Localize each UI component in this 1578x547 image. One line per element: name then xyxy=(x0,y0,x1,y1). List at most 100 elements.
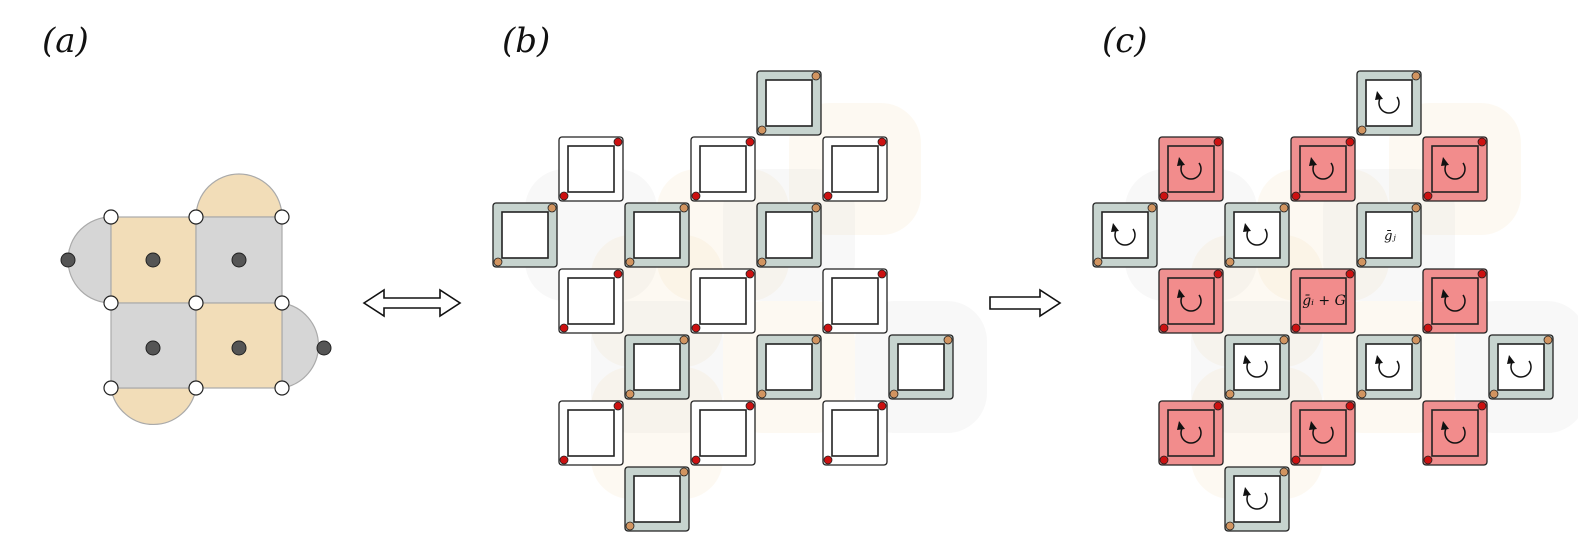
panel-b-corner-dot xyxy=(625,389,635,399)
panel-c-background-plaquette xyxy=(1125,169,1257,301)
panel-b-corner-dot xyxy=(691,455,701,465)
panel-c-lattice: ḡᵢ + G ḡⱼ xyxy=(1092,70,1578,532)
panel-c-corner-dot xyxy=(1357,125,1367,135)
panel-c-cell xyxy=(1422,136,1488,202)
panel-c-corner-dot xyxy=(1279,467,1289,477)
panel-b-corner-dot xyxy=(745,269,755,279)
panel-b-cell xyxy=(558,400,624,466)
rotation-arrow-icon xyxy=(1309,421,1334,444)
panel-b-corner-dot xyxy=(811,335,821,345)
panel-b-background-plaquette xyxy=(657,169,789,301)
panel-b-cell xyxy=(690,136,756,202)
panel-c-cell xyxy=(1092,202,1158,268)
panel-c-corner-dot xyxy=(1225,257,1235,267)
panel-c-corner-dot xyxy=(1357,257,1367,267)
panel-b-corner-dot xyxy=(691,191,701,201)
panel-b-corner-dot xyxy=(613,137,623,147)
panel-c-cell xyxy=(1158,268,1224,334)
panel-c-corner-dot xyxy=(1159,455,1169,465)
panel-c-cell xyxy=(1356,334,1422,400)
panel-c-corner-dot xyxy=(1279,335,1289,345)
panel-b-cell xyxy=(624,334,690,400)
panel-b-corner-dot xyxy=(877,401,887,411)
panel-b-cell xyxy=(624,202,690,268)
panel-b-corner-dot xyxy=(811,71,821,81)
panel-c-background-plaquette xyxy=(1257,169,1389,301)
panel-b-corner-dot xyxy=(613,401,623,411)
panel-label-c: (c) xyxy=(1102,21,1148,61)
rotation-arrow-icon xyxy=(1375,355,1400,378)
panel-b-cell xyxy=(822,268,888,334)
panel-b-cell xyxy=(558,136,624,202)
panel-c-corner-dot xyxy=(1423,191,1433,201)
panel-c-cell xyxy=(1356,202,1422,268)
panel-c-corner-dot xyxy=(1411,71,1421,81)
panel-label-b: (b) xyxy=(502,21,550,61)
panel-b-background-plaquette xyxy=(591,235,723,367)
label-gj: ḡⱼ xyxy=(1384,229,1396,244)
panel-c-corner-dot xyxy=(1423,323,1433,333)
panel-b-corner-dot xyxy=(559,323,569,333)
panel-b-corner-dot xyxy=(745,137,755,147)
rotation-arrow-icon xyxy=(1243,355,1268,378)
panel-b-corner-dot xyxy=(679,203,689,213)
panel-c-corner-dot xyxy=(1291,455,1301,465)
panel-c-corner-dot xyxy=(1489,389,1499,399)
panel-b-corner-dot xyxy=(559,191,569,201)
panel-b-corner-dot xyxy=(943,335,953,345)
panel-c-corner-dot xyxy=(1213,269,1223,279)
panel-c-background-plaquette xyxy=(1191,367,1323,499)
panel-c-cell xyxy=(1290,268,1356,334)
panel-c-background-plaquette xyxy=(1191,235,1323,367)
panel-b-corner-dot xyxy=(757,125,767,135)
rotation-arrow-icon xyxy=(1507,355,1532,378)
panel-c-corner-dot xyxy=(1357,389,1367,399)
panel-c-cell xyxy=(1422,268,1488,334)
panel-c-cell xyxy=(1422,400,1488,466)
panel-c-corner-dot xyxy=(1213,401,1223,411)
panel-c-corner-dot xyxy=(1477,137,1487,147)
rotation-arrow-icon xyxy=(1111,223,1136,246)
panel-b-cell xyxy=(822,136,888,202)
rotation-arrow-icon xyxy=(1375,91,1400,114)
panel-b-corner-dot xyxy=(493,257,503,267)
panel-b-cell xyxy=(558,268,624,334)
panel-c-corner-dot xyxy=(1093,257,1103,267)
panel-b-corner-dot xyxy=(889,389,899,399)
rotation-arrow-icon xyxy=(1243,223,1268,246)
panel-b-cell xyxy=(756,202,822,268)
panel-b-corner-dot xyxy=(679,467,689,477)
panel-c-corner-dot xyxy=(1291,191,1301,201)
panel-b-corner-dot xyxy=(547,203,557,213)
panel-c-corner-dot xyxy=(1291,323,1301,333)
panel-b-corner-dot xyxy=(823,455,833,465)
panel-b-background-plaquette xyxy=(525,169,657,301)
panel-c-cell xyxy=(1356,70,1422,136)
panel-b-cell xyxy=(690,400,756,466)
panel-c-corner-dot xyxy=(1147,203,1157,213)
panel-b-corner-dot xyxy=(679,335,689,345)
panel-b-corner-dot xyxy=(823,191,833,201)
panel-b-corner-dot xyxy=(811,203,821,213)
panel-b-cell xyxy=(888,334,954,400)
panel-b-corner-dot xyxy=(823,323,833,333)
panel-c-cell xyxy=(1224,334,1290,400)
rotation-arrow-icon xyxy=(1441,289,1466,312)
panel-b-cell xyxy=(756,70,822,136)
rotation-arrow-icon xyxy=(1243,487,1268,510)
panel-c-corner-dot xyxy=(1225,521,1235,531)
panel-b-cell xyxy=(624,466,690,532)
panel-b-corner-dot xyxy=(613,269,623,279)
panel-b-corner-dot xyxy=(625,257,635,267)
panel-c-cell xyxy=(1158,400,1224,466)
equivalence-arrow xyxy=(362,288,462,318)
panel-label-a: (a) xyxy=(42,21,89,61)
implication-arrow xyxy=(989,288,1062,318)
panel-c-corner-dot xyxy=(1225,389,1235,399)
panel-a-lattice xyxy=(60,173,332,425)
panel-b-corner-dot xyxy=(691,323,701,333)
panel-c-cell xyxy=(1224,202,1290,268)
panel-c-cell xyxy=(1158,136,1224,202)
panel-b-cell xyxy=(690,268,756,334)
panel-c-cell xyxy=(1290,400,1356,466)
